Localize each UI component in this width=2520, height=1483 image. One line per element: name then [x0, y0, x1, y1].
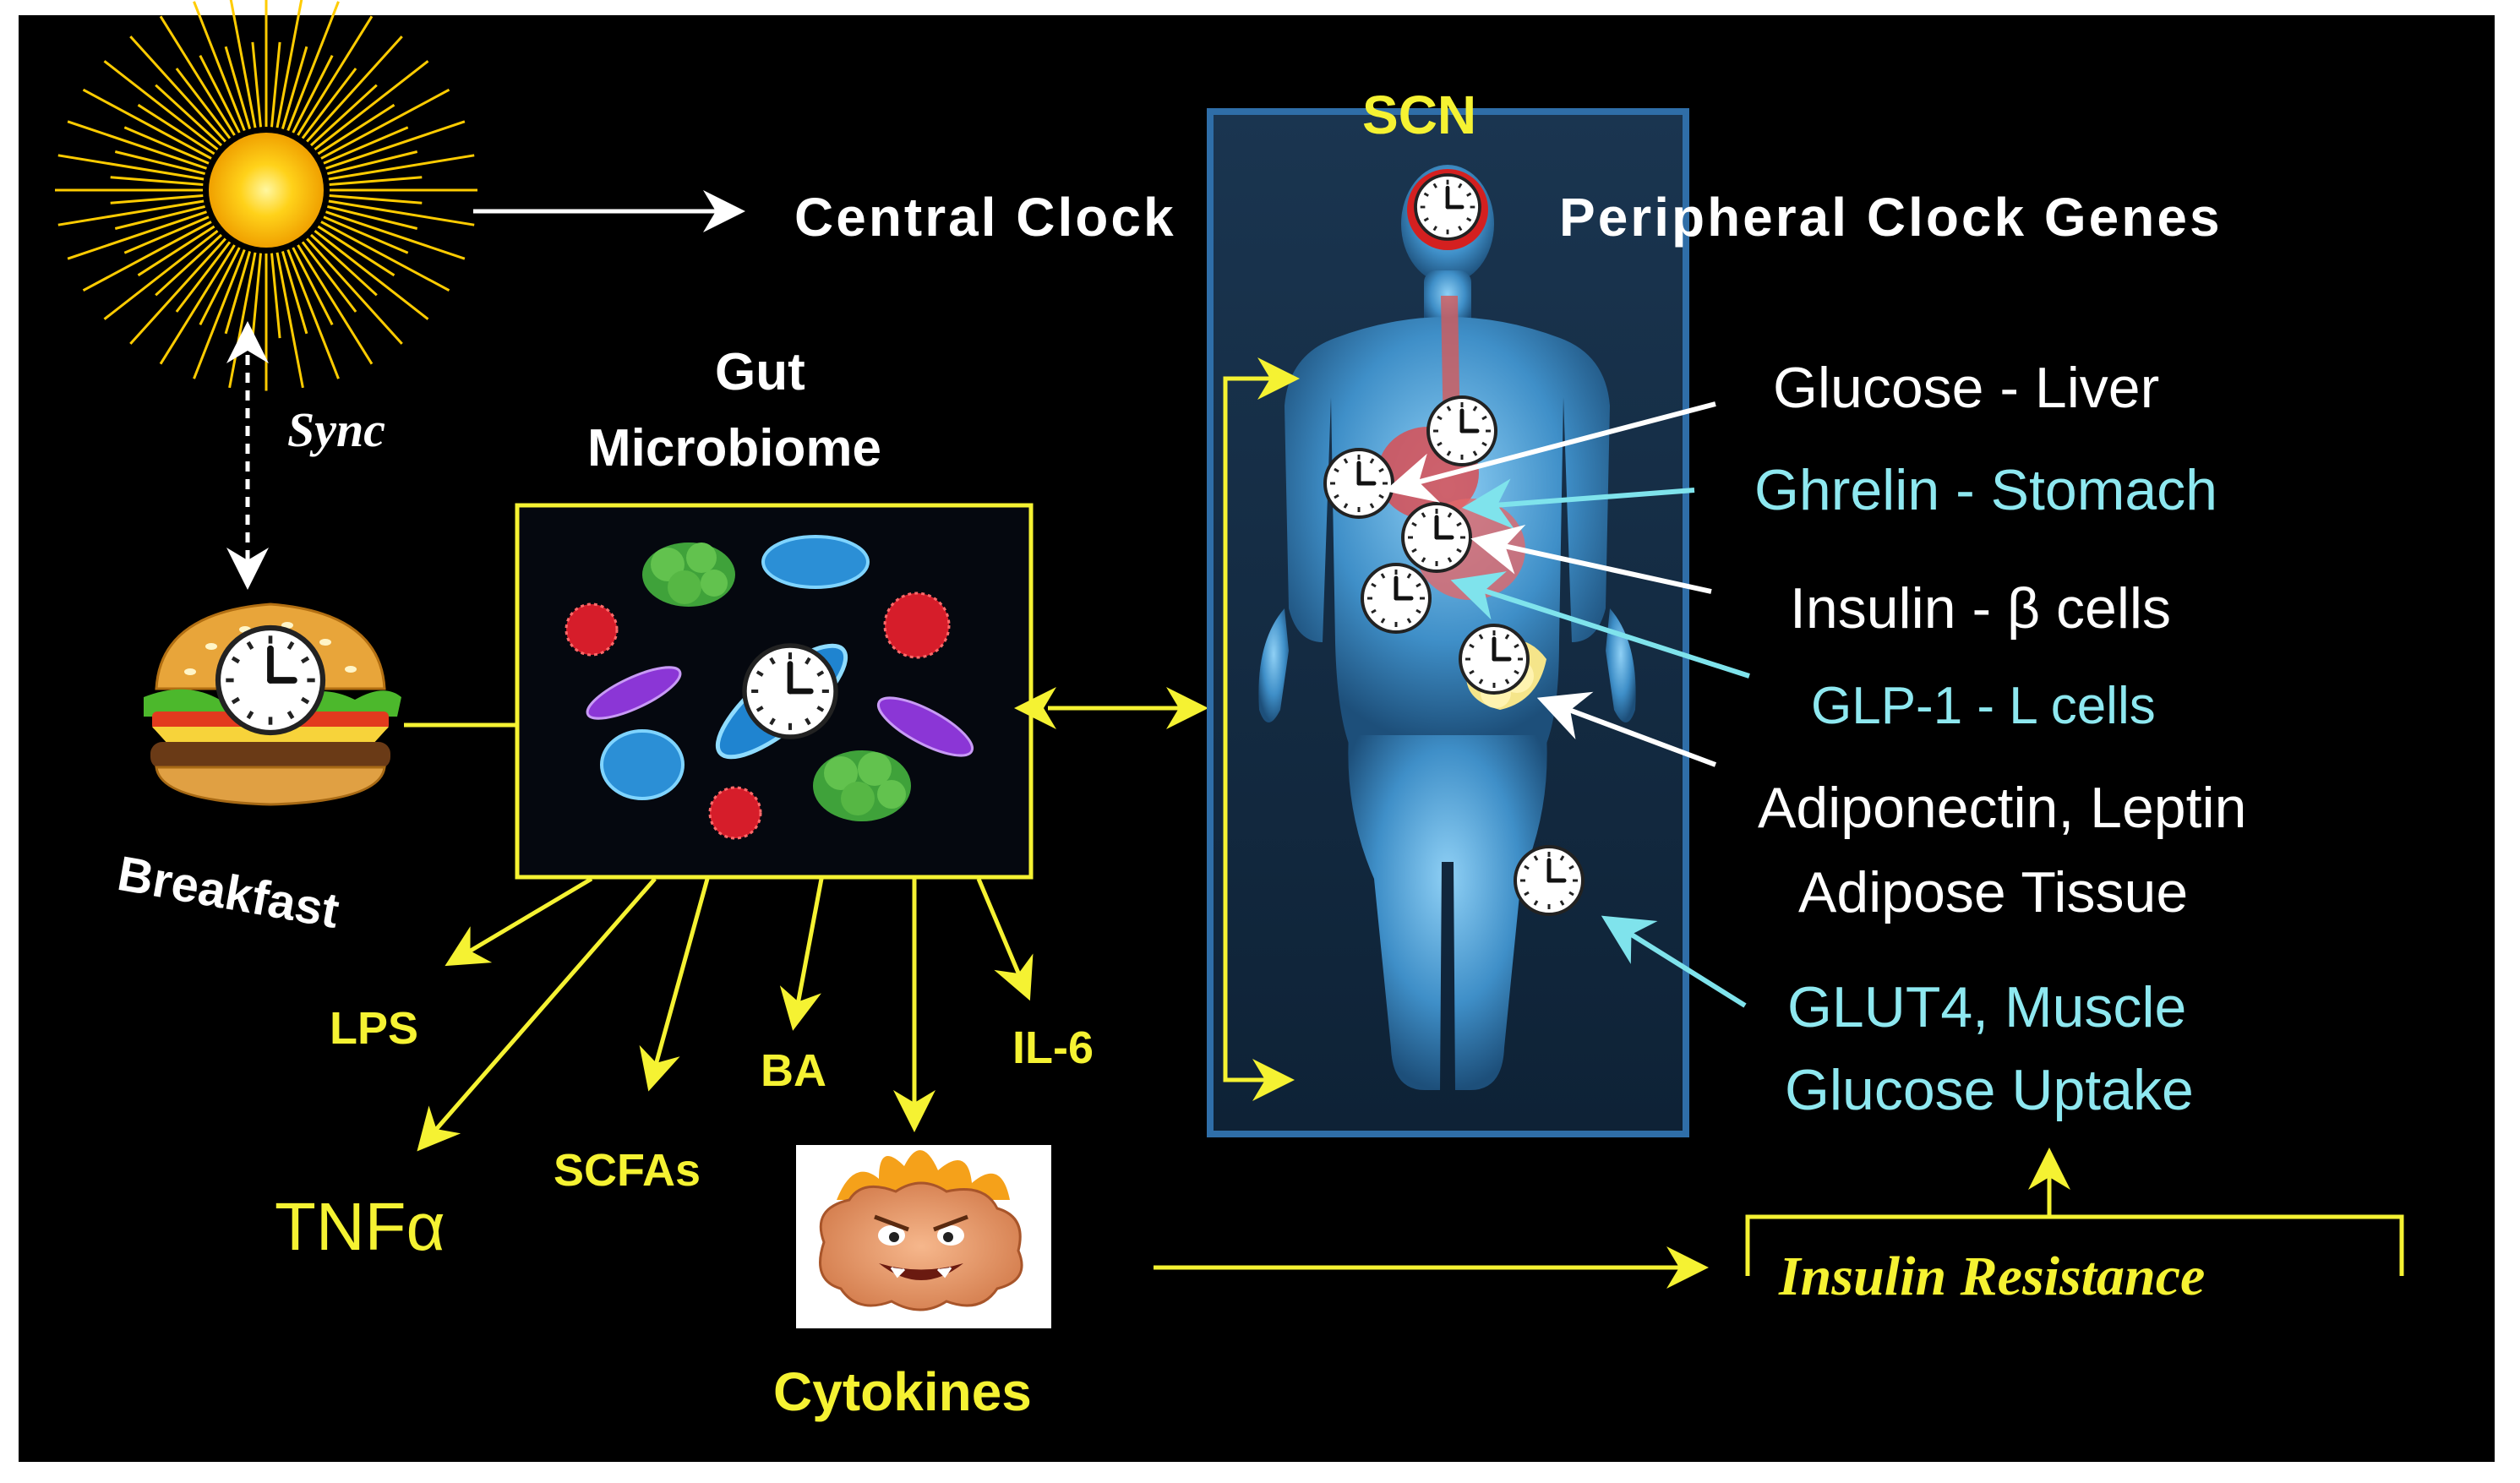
sun-ray [309, 233, 378, 297]
sun-ray [306, 237, 403, 345]
sun-ray [317, 225, 395, 277]
sun-ray [67, 120, 207, 170]
sun-ray [281, 250, 308, 335]
sun-ray [270, 41, 281, 128]
sun-icon [55, 0, 477, 391]
sun-ray [229, 0, 257, 128]
sun-ray [159, 15, 236, 136]
organ-arrows [1384, 401, 1750, 1008]
sun-ray [67, 210, 207, 260]
scfas-label: SCFAs [554, 1145, 701, 1196]
sun-ray [199, 55, 241, 134]
sun-ray [325, 210, 466, 260]
sun-ray [123, 126, 210, 165]
glut4-muscle-label: GLUT4, Muscle [1787, 975, 2187, 1039]
sun-ray [114, 204, 205, 230]
sun-ray [309, 84, 378, 147]
insulin-resistance-label: Insulin Resistance [1779, 1246, 2206, 1307]
sun-ray [292, 247, 334, 325]
sun-ray [110, 194, 204, 204]
sun-ray [224, 46, 252, 130]
sun-ray [251, 41, 262, 128]
sun-ray [320, 88, 450, 160]
sun-ray [155, 84, 223, 147]
tnf-label: TNFα [275, 1189, 445, 1264]
sun-ray [129, 237, 226, 345]
glucose-liver-label: Glucose - Liver [1773, 356, 2160, 420]
sun-ray [328, 199, 475, 226]
sun-ray [317, 103, 395, 155]
sun-ray [306, 35, 403, 143]
cytokines-label: Cytokines [773, 1361, 1032, 1422]
sun-ray [325, 120, 466, 170]
scn-clock-icon [1407, 169, 1488, 250]
sun-ray [137, 103, 215, 155]
sun-ray [103, 60, 219, 150]
sun-ray [110, 176, 204, 186]
sun-ray [193, 1, 246, 132]
peripheral-clock-label: Peripheral Clock Genes [1559, 187, 2223, 248]
cytokine-cloud-icon [796, 1145, 1051, 1328]
sun-ray [286, 1, 340, 132]
sun-ray [320, 221, 450, 292]
gut-title-line2: Microbiome [587, 419, 881, 477]
sun-ray [327, 204, 418, 230]
adipose-tissue-label: Adipose Tissue [1798, 860, 2189, 924]
sun-ray [275, 0, 303, 128]
sun-ray [323, 126, 409, 165]
adiponectin-leptin-label: Adiponectin, Leptin [1758, 776, 2247, 840]
lps-label: LPS [330, 1003, 419, 1054]
sun-ray [199, 247, 241, 325]
sun-ray [82, 221, 212, 292]
sun-ray [57, 199, 205, 226]
glp1-lcells-label: GLP-1 - L cells [1811, 677, 2156, 735]
ba-label: BA [761, 1045, 826, 1096]
sun-ray [103, 230, 219, 320]
sun-ray [329, 194, 423, 204]
sun-ray [329, 176, 423, 186]
ghrelin-stomach-label: Ghrelin - Stomach [1754, 458, 2217, 522]
bacteria-icon [565, 535, 974, 840]
sun-ray [114, 150, 205, 176]
sun-ray [297, 244, 374, 365]
sun-ray [82, 88, 212, 160]
sun-ray [281, 46, 308, 130]
gut-title-line1: Gut [715, 343, 805, 401]
sun-ray [286, 248, 340, 379]
burger-icon [144, 602, 401, 806]
scn-label: SCN [1362, 85, 1477, 145]
sun-ray [175, 68, 232, 139]
sun-ray [301, 68, 357, 139]
sun-ray [314, 60, 429, 150]
sun-ray [137, 225, 215, 277]
insulin-beta-label: Insulin - β cells [1790, 576, 2172, 641]
il6-label: IL-6 [1012, 1022, 1094, 1073]
sun-ray [159, 244, 236, 365]
central-clock-label: Central Clock [794, 187, 1176, 248]
sun-ray [275, 252, 304, 389]
sun-ray [270, 253, 281, 339]
sun-ray [328, 154, 475, 181]
sun-ray [314, 230, 429, 320]
sun-ray [301, 241, 357, 313]
sync-label: Sync [287, 402, 385, 457]
sun-ray [297, 15, 374, 136]
sun-ray [155, 233, 223, 297]
gut-output-arrows [417, 876, 1034, 1152]
sun-ray [129, 35, 226, 143]
sun-ray [292, 55, 334, 134]
sun-ray [193, 248, 246, 379]
sun-ray [224, 250, 252, 335]
sun-ray [175, 241, 232, 313]
glucose-uptake-label: Glucose Uptake [1785, 1058, 2194, 1122]
sun-ray [327, 150, 418, 176]
sun-ray [57, 154, 205, 181]
sun-ray [323, 215, 409, 254]
sun-ray [123, 215, 210, 254]
insulin-resistance-bracket [1745, 1214, 2404, 1276]
